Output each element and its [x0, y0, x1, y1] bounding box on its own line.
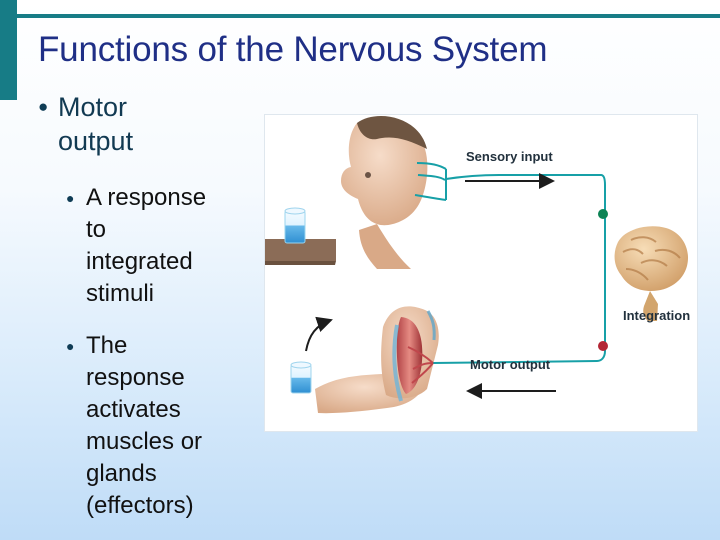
nervous-system-illustration: Sensory input Integration Motor output — [265, 115, 690, 414]
sensory-nerve — [414, 162, 608, 335]
sub-bullet-effectors-line-5: glands — [86, 460, 157, 487]
head-illustration — [341, 115, 428, 269]
sub-bullet-effectors-line-1: The — [86, 332, 128, 359]
motor-node-icon — [598, 341, 608, 351]
sub-bullet-response: A response to integrated stimuli — [86, 182, 251, 310]
sub-bullet-response-line-2: to — [86, 216, 107, 243]
sub-bullet-effectors-line-4: muscles or — [86, 428, 203, 455]
sub-bullet-effectors-line-6: (effectors) — [86, 492, 194, 519]
sub-bullet-icon: ● — [66, 338, 75, 354]
sub-bullet-response-line-1: A response — [86, 184, 207, 211]
sensory-input-label: Sensory input — [466, 149, 553, 164]
bullet-motor-output-line-1: Motor — [58, 92, 128, 122]
sub-bullet-effectors-line-2: response — [86, 364, 185, 391]
sub-bullet-effectors-line-3: activates — [86, 396, 181, 423]
movement-arrow — [305, 316, 333, 352]
glass-on-table — [265, 207, 336, 265]
sub-bullet-response-line-3: integrated — [86, 248, 193, 275]
bullet-motor-output-line-2: output — [58, 126, 134, 156]
bullet-icon: ● — [38, 97, 49, 116]
nervous-system-diagram: Sensory input Integration Motor output — [264, 114, 698, 432]
slide-accent-bar — [0, 0, 17, 100]
sub-bullet-icon: ● — [66, 190, 75, 206]
slide-title: Functions of the Nervous System — [38, 30, 548, 69]
sub-bullet-response-line-4: stimuli — [86, 280, 155, 307]
bullet-motor-output: Motor output — [58, 90, 133, 158]
slide-top-rule — [17, 14, 720, 18]
integration-label: Integration — [623, 308, 690, 323]
brain-illustration — [614, 226, 689, 321]
arm-illustration — [290, 306, 439, 414]
sub-bullet-effectors: The response activates muscles or glands… — [86, 330, 251, 522]
motor-nerve — [407, 335, 608, 384]
eye-icon — [365, 172, 371, 178]
sensory-node-icon — [598, 209, 608, 219]
motor-output-label: Motor output — [470, 357, 551, 372]
